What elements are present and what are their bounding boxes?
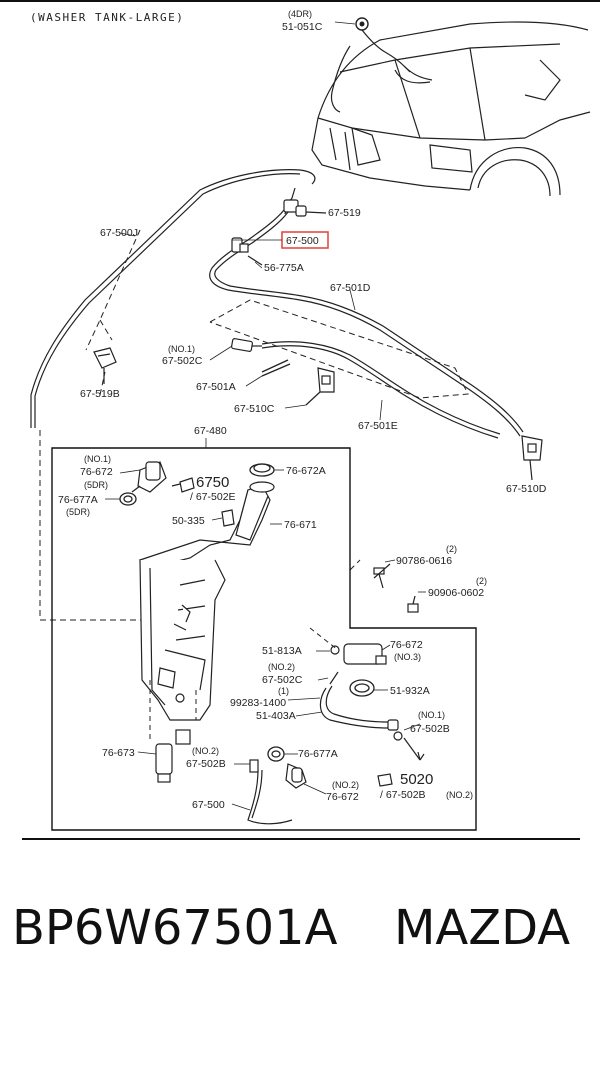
label-5020: 5020 <box>400 771 433 788</box>
diagram-title: (WASHER TANK-LARGE) <box>30 11 184 24</box>
label-67-500j: 67-500J <box>100 227 138 239</box>
filler-neck-76-671 <box>235 489 269 541</box>
clip-50-335 <box>221 509 235 527</box>
label-51-051c-note: (4DR) <box>288 9 312 19</box>
label-76-671: 76-671 <box>284 519 317 531</box>
pipe-5020 <box>377 773 393 787</box>
connector-56-775a <box>231 237 263 266</box>
brand-name: MAZDA <box>394 900 571 956</box>
label-76-677a-b: 76-677A <box>298 748 338 760</box>
label-76-673: 76-673 <box>102 747 135 759</box>
clamp-51-932a <box>349 679 375 697</box>
label-67-480: 67-480 <box>194 425 227 437</box>
label-67-501a: 67-501A <box>196 381 236 393</box>
label-67-502c-b: 67-502C <box>262 674 303 686</box>
motor-76-673 <box>155 729 191 783</box>
label-76-672-b-note: (NO.3) <box>394 652 421 662</box>
label-67-519b: 67-519B <box>80 388 120 400</box>
label-76-672-c-note: (NO.2) <box>332 780 359 790</box>
label-76-672a: 76-672A <box>286 465 326 477</box>
label-67-502b-b: 67-502B <box>186 758 226 770</box>
pump-76-672-no3 <box>330 643 387 665</box>
bolt-90786 <box>373 563 391 589</box>
label-76-672-a: 76-672 <box>80 466 113 478</box>
label-76-672-note2: (5DR) <box>84 480 108 490</box>
hood-hose <box>330 29 433 113</box>
label-99283-qty: (1) <box>278 686 289 696</box>
label-90906: 90906-0602 <box>428 587 484 599</box>
part-number: BP6W67501A <box>12 900 338 956</box>
label-6750: 6750 <box>196 474 229 491</box>
pump-76-672-no2 <box>285 763 307 789</box>
label-67-502b: 67-502B <box>410 723 450 735</box>
label-76-677a-note: (5DR) <box>66 507 90 517</box>
car-illustration <box>311 21 591 197</box>
label-51-051c: 51-051C <box>282 21 323 33</box>
label-67-502b-b-note: (NO.2) <box>192 746 219 756</box>
nozzle-67-510c <box>305 367 335 406</box>
label-90906-qty: (2) <box>476 576 487 586</box>
label-67-502c-b-note: (NO.2) <box>268 662 295 672</box>
leader-lines <box>105 232 426 811</box>
tank-box <box>51 447 477 831</box>
label-76-672-b: 76-672 <box>390 639 423 651</box>
label-76-672-c: 76-672 <box>326 791 359 803</box>
label-56-775a: 56-775A <box>264 262 304 274</box>
grommet-76-677a-lower <box>267 746 285 762</box>
label-51-813a: 51-813A <box>262 645 302 657</box>
connector-67-502c <box>231 338 262 352</box>
label-76-677a-a: 76-677A <box>58 494 98 506</box>
label-51-932a: 51-932A <box>390 685 430 697</box>
label-67-502c-note: (NO.1) <box>168 344 195 354</box>
label-76-672-note1: (NO.1) <box>84 454 111 464</box>
label-67-502e: / 67-502E <box>190 491 236 503</box>
label-67-510d: 67-510D <box>506 483 547 495</box>
tank-connector-67-502b <box>249 759 259 773</box>
pipe-6750 <box>171 477 195 493</box>
label-67-500-highlighted: 67-500 <box>286 235 319 247</box>
nozzle-67-510d <box>521 435 543 481</box>
label-67-519: 67-519 <box>328 207 361 219</box>
label-99283: 99283-1400 <box>230 697 286 709</box>
label-67-502b-c-note: (NO.2) <box>446 790 473 800</box>
washer-tank <box>138 481 275 721</box>
connector-67-502b <box>387 719 425 761</box>
clip-67-519b <box>93 347 117 384</box>
label-50-335: 50-335 <box>172 515 205 527</box>
pump-76-672 <box>131 461 167 493</box>
label-90786: 90786-0616 <box>396 555 452 567</box>
nut-90906 <box>407 595 419 613</box>
hose-51-403a <box>319 671 389 729</box>
label-67-510c: 67-510C <box>234 403 275 415</box>
label-67-500-bottom: 67-500 <box>192 799 225 811</box>
label-67-501d: 67-501D <box>330 282 371 294</box>
label-67-502b-c: / 67-502B <box>380 789 426 801</box>
part-caption: BP6W67501A MAZDA <box>0 900 600 970</box>
washer-system-diagram: (WASHER TANK-LARGE) <box>0 0 600 840</box>
grommet-51-051c <box>355 17 369 31</box>
cap-76-672a <box>249 463 275 477</box>
label-67-502c: 67-502C <box>162 355 203 367</box>
grommet-76-677a <box>119 492 137 506</box>
connector-67-519 <box>283 199 327 217</box>
label-90786-qty: (2) <box>446 544 457 554</box>
label-67-501e: 67-501E <box>358 420 398 432</box>
label-67-502b-note: (NO.1) <box>418 710 445 720</box>
label-51-403a: 51-403A <box>256 710 296 722</box>
